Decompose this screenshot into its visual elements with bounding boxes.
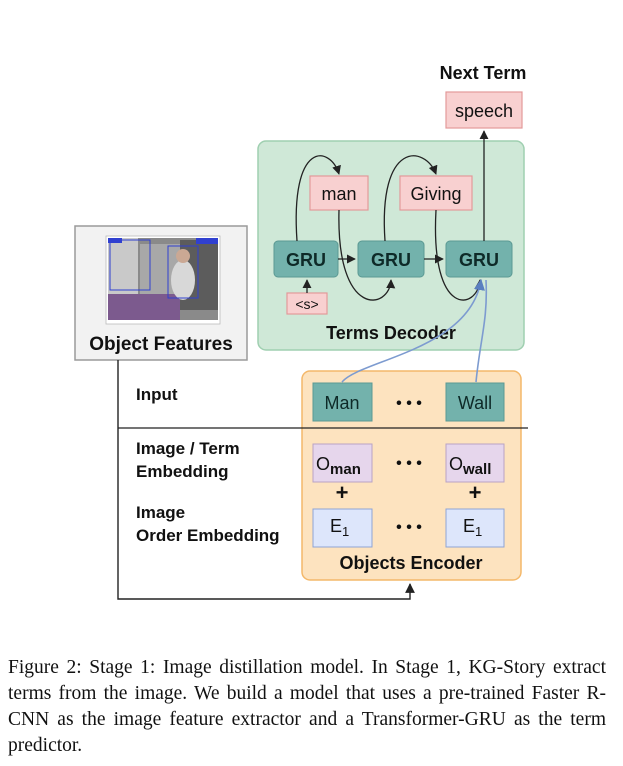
next-term-output-box: [445, 91, 523, 129]
object-features-label: Object Features: [89, 334, 233, 355]
next-term-title: Next Term: [440, 63, 527, 83]
gru-label-3: GRU: [459, 250, 499, 270]
model-diagram: Terms Decoder Objects Encoder Next Term …: [74, 63, 528, 600]
input-man: Man: [324, 393, 359, 413]
decoder-term-giving: Giving: [410, 184, 461, 204]
gru-unit-3: [445, 240, 513, 278]
next-term-output: speech: [455, 101, 513, 121]
plus-sign-2: +: [469, 480, 482, 505]
decoder-term-man: man: [321, 184, 356, 204]
term-embedding-man: Oman: [316, 454, 361, 478]
arrow-gru1-to-man: [295, 155, 341, 242]
order-embedding-2: E1: [463, 516, 482, 539]
input-wall: Wall: [458, 393, 492, 413]
row-label-image-term-1: Image / Term: [136, 439, 240, 458]
plus-sign-1: +: [336, 480, 349, 505]
terms-decoder-label: Terms Decoder: [326, 323, 456, 343]
order-embedding-box-2: [445, 508, 505, 548]
row-label-input: Input: [136, 385, 178, 404]
arrow-features-to-encoder: [117, 360, 415, 600]
decoder-term-box-man: [309, 175, 369, 211]
decoder-term-box-giving: [399, 175, 473, 211]
arrow-gru2-to-giving: [383, 155, 438, 242]
term-embedding-box-man: [312, 443, 373, 483]
order-embedding-box-1: [312, 508, 373, 548]
term-embedding-wall: Owall: [449, 454, 491, 478]
input-box-wall: [445, 382, 505, 422]
input-ellipsis: • • •: [396, 395, 422, 412]
row-label-image-order-1: Image: [136, 503, 185, 522]
gru-label-2: GRU: [371, 250, 411, 270]
attention-line-wall: [475, 279, 488, 383]
row-label-image-order-2: Order Embedding: [136, 526, 280, 545]
objects-encoder-label: Objects Encoder: [339, 553, 482, 573]
arrow-man-to-gru2: [338, 209, 396, 301]
gru-label-1: GRU: [286, 250, 326, 270]
figure-caption: Figure 2: Stage 1: Image distillation mo…: [8, 657, 606, 756]
term-embedding-box-wall: [445, 443, 505, 483]
object-features-image: [105, 235, 221, 325]
attention-line-man: [341, 278, 485, 383]
row-label-image-term-2: Embedding: [136, 462, 229, 481]
embedding-ellipsis: • • •: [396, 455, 422, 472]
start-token: <s>: [295, 296, 318, 312]
input-box-man: [312, 382, 373, 422]
order-ellipsis: • • •: [396, 519, 422, 536]
order-embedding-1: E1: [330, 516, 349, 539]
